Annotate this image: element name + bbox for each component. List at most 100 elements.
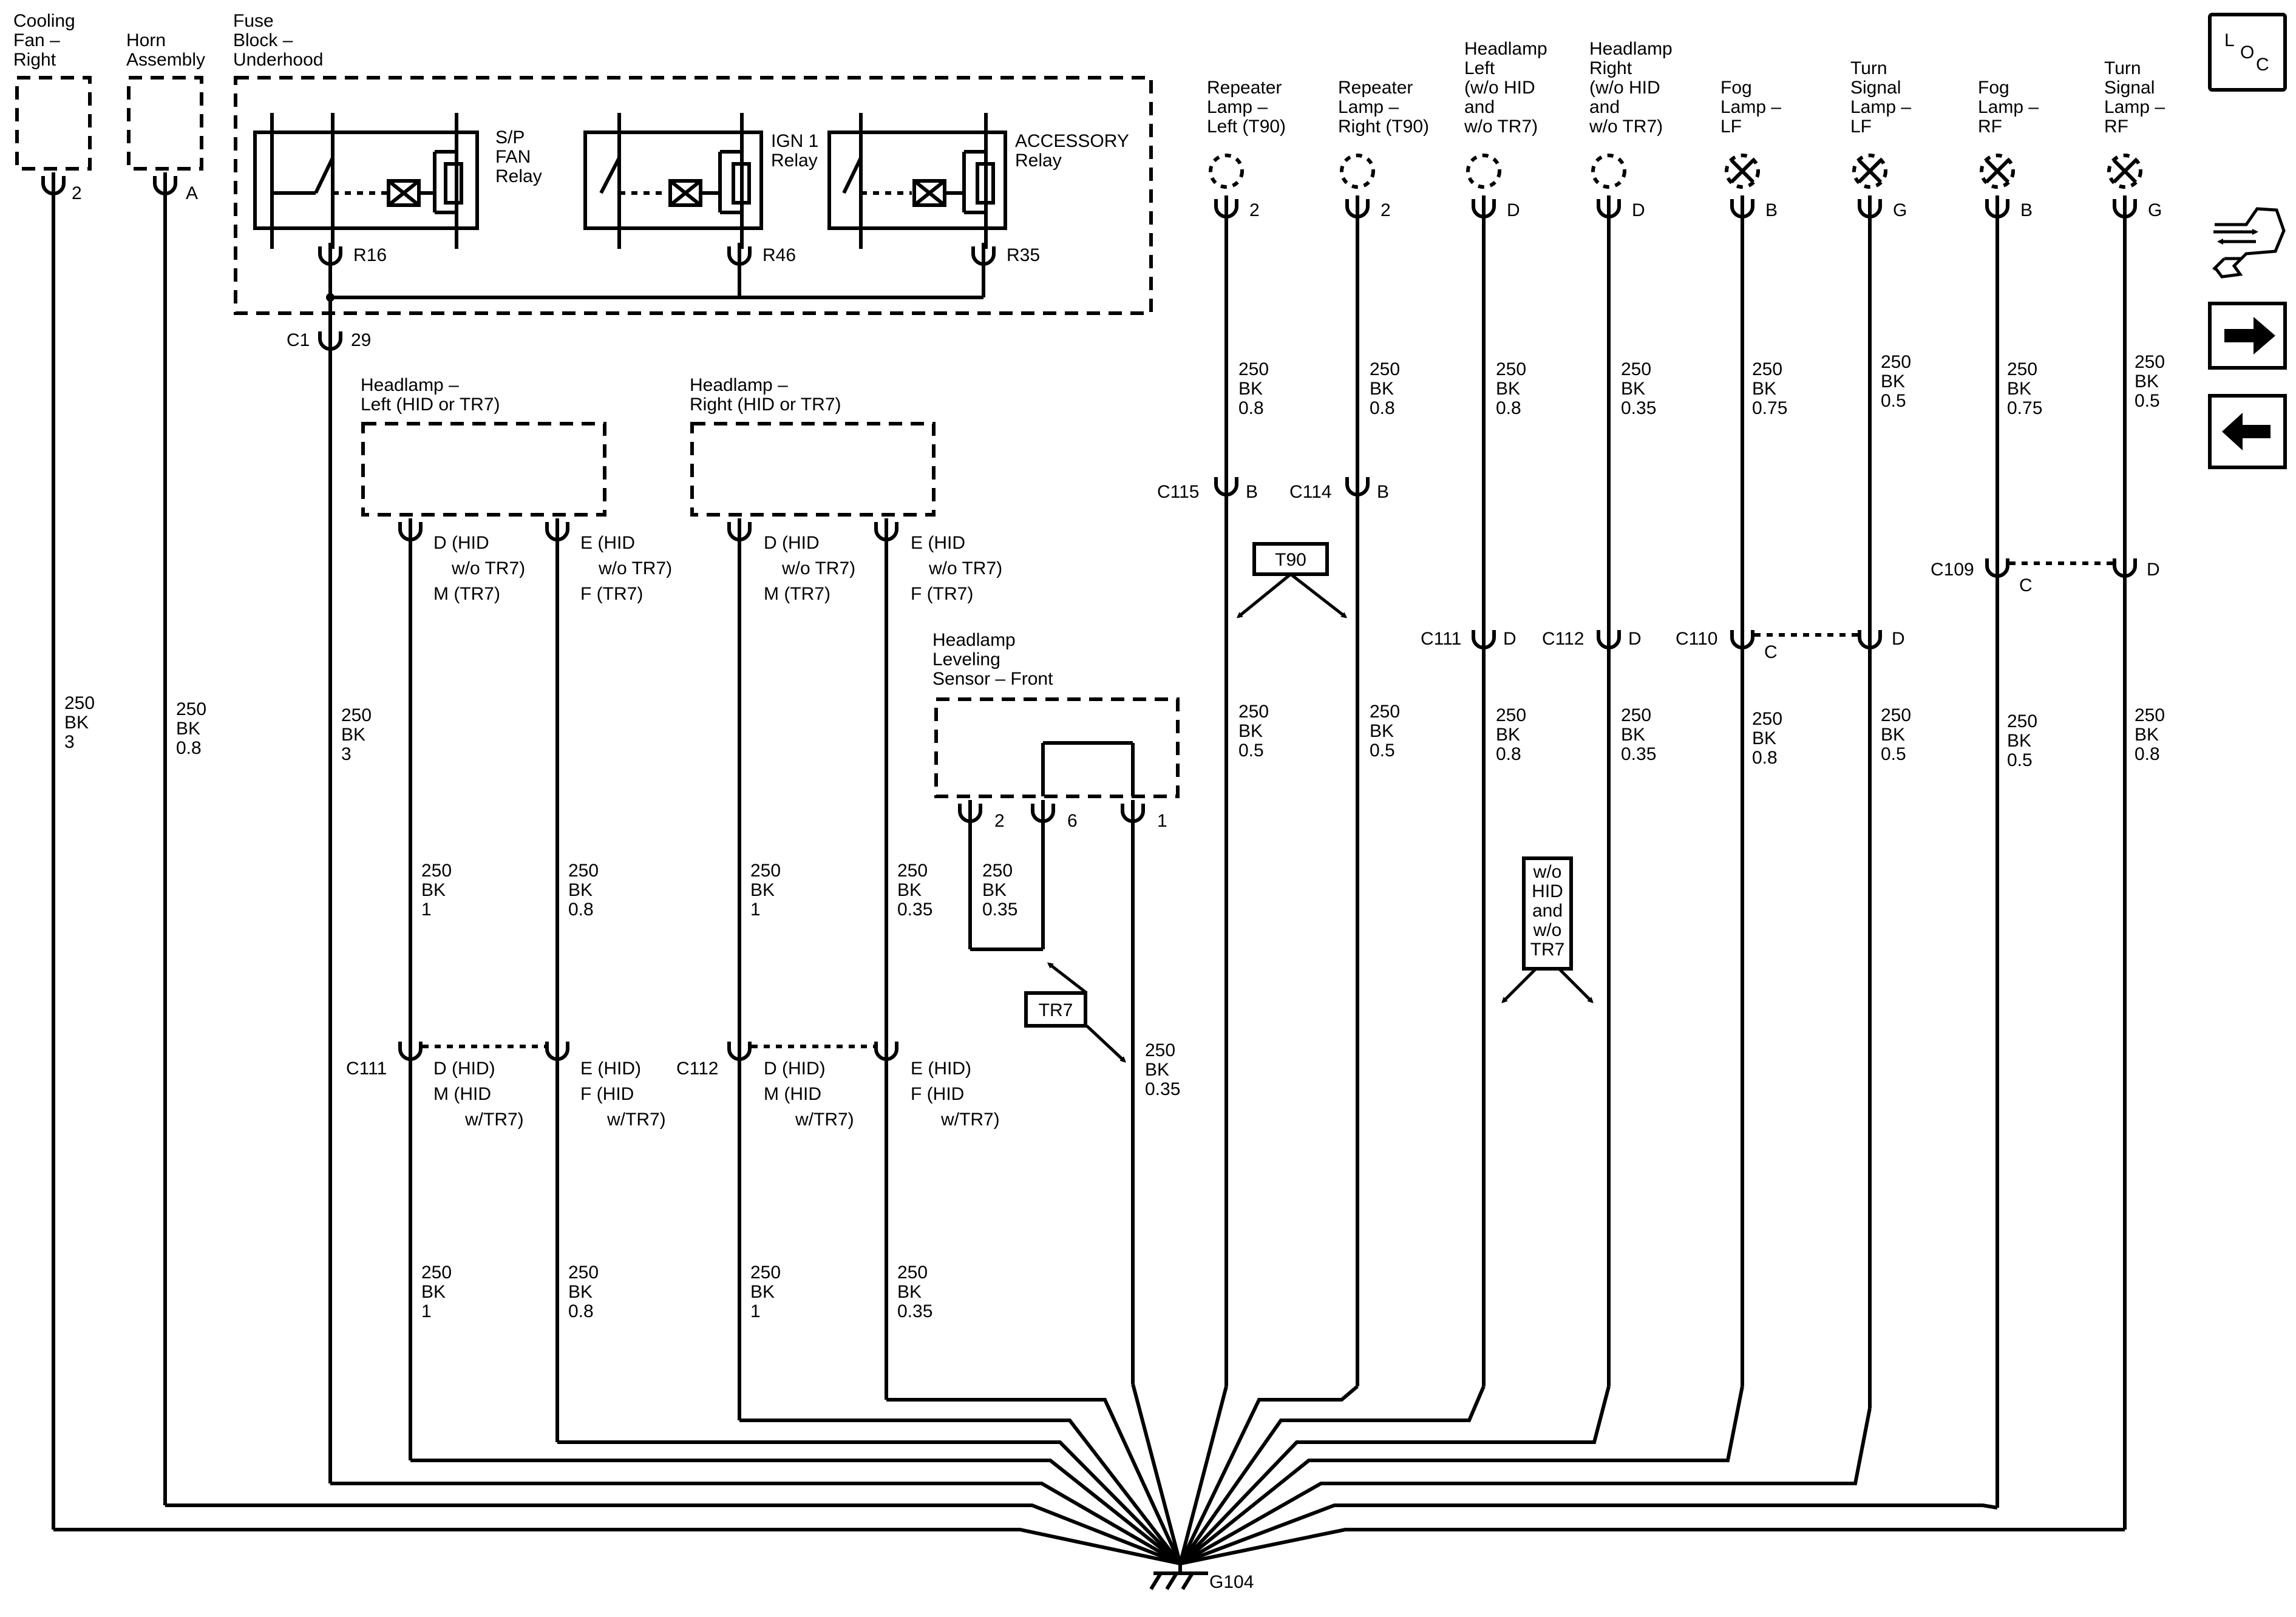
svg-text:2: 2 bbox=[1249, 200, 1260, 220]
svg-text:Right (HID or TR7): Right (HID or TR7) bbox=[690, 395, 841, 415]
svg-text:B: B bbox=[2020, 200, 2033, 220]
connector-info-icon[interactable] bbox=[2212, 207, 2286, 279]
turn-lamp-lf: Turn Signal Lamp – LF G bbox=[1850, 58, 1911, 220]
cooling-fan-right: Cooling Fan – Right 2 bbox=[13, 11, 92, 203]
svg-text:G: G bbox=[2148, 200, 2162, 220]
fog-lamp-rf: Fog Lamp – RF B bbox=[1978, 78, 2039, 220]
accessory-relay: ACCESSORY Relay bbox=[827, 113, 1129, 249]
arrow-right-button[interactable] bbox=[2208, 302, 2287, 370]
svg-text:RF: RF bbox=[1978, 117, 2002, 137]
svg-text:Turn: Turn bbox=[1850, 58, 1887, 78]
wire-labels-nohid-top: 250 BK 0.8 250 BK 0.35 bbox=[1496, 359, 1656, 418]
svg-text:C114: C114 bbox=[1289, 482, 1332, 502]
svg-text:Repeater: Repeater bbox=[1338, 78, 1413, 98]
svg-text:0.8: 0.8 bbox=[176, 738, 202, 758]
svg-text:C1: C1 bbox=[287, 330, 310, 350]
svg-text:BK: BK bbox=[176, 719, 200, 739]
svg-text:0.35: 0.35 bbox=[1145, 1079, 1180, 1099]
svg-text:Signal: Signal bbox=[2104, 78, 2155, 98]
svg-text:250: 250 bbox=[2007, 711, 2037, 731]
svg-text:LF: LF bbox=[1850, 117, 1872, 137]
svg-text:LF: LF bbox=[1720, 117, 1742, 137]
svg-text:Relay: Relay bbox=[1015, 151, 1062, 171]
svg-text:Lamp –: Lamp – bbox=[1338, 97, 1399, 117]
svg-text:w/TR7): w/TR7) bbox=[606, 1110, 666, 1130]
svg-text:D: D bbox=[1507, 200, 1520, 220]
svg-text:250: 250 bbox=[1752, 709, 1782, 729]
svg-text:250: 250 bbox=[421, 861, 452, 881]
svg-text:Assembly: Assembly bbox=[126, 50, 205, 70]
svg-text:D: D bbox=[1503, 629, 1517, 649]
svg-text:6: 6 bbox=[1067, 811, 1078, 831]
svg-text:BK: BK bbox=[897, 1282, 922, 1302]
svg-text:C: C bbox=[2256, 55, 2269, 75]
loc-button[interactable]: L O C bbox=[2208, 13, 2287, 92]
svg-text:250: 250 bbox=[1621, 359, 1651, 379]
svg-text:and: and bbox=[1589, 97, 1620, 117]
svg-text:BK: BK bbox=[2135, 725, 2159, 745]
wire-labels-nohid-bottom: 250 BK 0.8 250 BK 0.35 bbox=[1496, 705, 1656, 764]
svg-text:Headlamp: Headlamp bbox=[932, 630, 1016, 650]
horn-assembly: Horn Assembly A bbox=[126, 30, 205, 203]
svg-text:BK: BK bbox=[1621, 725, 1645, 745]
svg-text:BK: BK bbox=[2135, 371, 2159, 392]
svg-text:Fog: Fog bbox=[1978, 78, 2009, 98]
ground-g104: G104 bbox=[1149, 1564, 1254, 1592]
svg-text:w/TR7): w/TR7) bbox=[464, 1110, 524, 1130]
svg-text:Block –: Block – bbox=[233, 30, 293, 50]
svg-text:E (HID: E (HID bbox=[580, 533, 635, 553]
svg-text:C112: C112 bbox=[676, 1059, 719, 1079]
svg-text:ACCESSORY: ACCESSORY bbox=[1015, 131, 1129, 151]
svg-text:w/o TR7): w/o TR7) bbox=[1589, 117, 1663, 137]
svg-text:BK: BK bbox=[1238, 721, 1263, 741]
svg-text:F (HID: F (HID bbox=[580, 1084, 634, 1104]
svg-text:0.8: 0.8 bbox=[2135, 744, 2160, 764]
svg-text:T90: T90 bbox=[1275, 550, 1306, 570]
svg-text:w/o TR7): w/o TR7) bbox=[598, 558, 672, 578]
svg-text:250: 250 bbox=[2135, 352, 2165, 372]
svg-text:Lamp –: Lamp – bbox=[1720, 97, 1781, 117]
svg-text:R35: R35 bbox=[1007, 245, 1040, 265]
svg-text:BK: BK bbox=[1496, 379, 1520, 399]
svg-text:E (HID): E (HID) bbox=[911, 1059, 971, 1079]
wire-label-sensor-pin1: 250 BK 0.35 bbox=[1145, 1040, 1180, 1099]
svg-text:w/TR7): w/TR7) bbox=[795, 1110, 854, 1130]
option-t90: T90 bbox=[1236, 542, 1348, 619]
svg-text:0.5: 0.5 bbox=[1881, 744, 1906, 764]
svg-text:D (HID): D (HID) bbox=[764, 1059, 826, 1079]
svg-text:Sensor – Front: Sensor – Front bbox=[932, 669, 1053, 689]
svg-text:0.5: 0.5 bbox=[1881, 391, 1906, 411]
svg-text:Right: Right bbox=[13, 50, 56, 70]
svg-text:A: A bbox=[186, 183, 198, 203]
svg-text:3: 3 bbox=[341, 744, 352, 764]
svg-text:Left (T90): Left (T90) bbox=[1207, 117, 1286, 137]
svg-text:G104: G104 bbox=[1209, 1572, 1254, 1592]
svg-text:BK: BK bbox=[341, 725, 365, 745]
svg-text:0.35: 0.35 bbox=[1621, 744, 1656, 764]
svg-text:D (HID: D (HID bbox=[433, 533, 489, 553]
svg-text:BK: BK bbox=[1238, 379, 1263, 399]
wire-labels-hid-top: 250 BK 1 250 BK 0.8 250 BK 1 250 BK 0.35 bbox=[421, 861, 932, 920]
svg-text:Lamp –: Lamp – bbox=[2104, 97, 2165, 117]
svg-text:RF: RF bbox=[2104, 117, 2128, 137]
svg-text:Fan –: Fan – bbox=[13, 30, 60, 50]
wire-label-c1: 250 BK 3 bbox=[341, 705, 372, 764]
wire-labels-fogturn-bottom: 250 BK 0.8 250 BK 0.5 250 BK 0.5 250 BK … bbox=[1752, 705, 2165, 770]
svg-text:B: B bbox=[1246, 482, 1258, 502]
svg-text:BK: BK bbox=[64, 713, 89, 733]
wire-label-horn: 250 BK 0.8 bbox=[176, 699, 206, 758]
svg-text:Lamp –: Lamp – bbox=[1978, 97, 2039, 117]
svg-text:(w/o HID: (w/o HID bbox=[1464, 78, 1535, 98]
svg-text:0.35: 0.35 bbox=[1621, 398, 1656, 418]
svg-text:Lamp –: Lamp – bbox=[1207, 97, 1268, 117]
connector-c109: C109 C D bbox=[1931, 555, 2160, 595]
wire-labels-hid-bottom: 250 BK 1 250 BK 0.8 250 BK 1 250 BK 0.35 bbox=[421, 1263, 932, 1321]
svg-text:0.5: 0.5 bbox=[1370, 741, 1395, 761]
arrow-left-button[interactable] bbox=[2208, 394, 2287, 469]
svg-text:0.5: 0.5 bbox=[1238, 741, 1264, 761]
headlamp-right-hid: Headlamp – Right (HID or TR7) D (HID w/o… bbox=[690, 375, 1002, 604]
wire-labels-repeater-top: 250 BK 0.8 250 BK 0.8 bbox=[1238, 359, 1400, 418]
svg-text:2: 2 bbox=[994, 811, 1005, 831]
svg-text:Right: Right bbox=[1589, 58, 1632, 78]
